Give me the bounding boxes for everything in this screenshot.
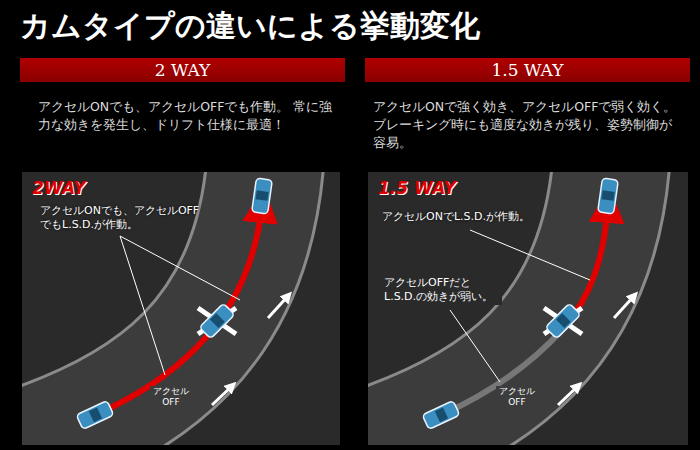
callout: アクセルOFFだと L.S.D.の効きが弱い。 xyxy=(384,276,502,305)
description: アクセルONで強く効き、アクセルOFFで弱く効く。 ブレーキング時にも適度な効き… xyxy=(373,98,678,152)
type-band: 1.5 WAY xyxy=(365,58,690,82)
callout: アクセルONでも、アクセルOFFでもL.S.D.が作動。 xyxy=(40,204,205,233)
description: アクセルONでも、アクセルOFFでも作動。 常に強力な効きを発生し、ドリフト仕様… xyxy=(38,98,343,134)
node-text: 1.5 WAY xyxy=(492,60,564,80)
page-title: カムタイプの違いによる挙動変化 xyxy=(20,6,480,47)
panel-heading: 1.5 WAY xyxy=(378,178,456,198)
right-panel-art xyxy=(368,172,688,445)
panel-heading: 2WAY xyxy=(32,178,86,198)
off-label: アクセル OFF xyxy=(496,386,538,408)
off-label: アクセル OFF xyxy=(150,386,192,408)
node-text: 2 WAY xyxy=(155,60,211,80)
left-panel-art xyxy=(22,172,340,445)
type-band: 2 WAY xyxy=(20,58,345,82)
callout: アクセルONでL.S.D.が作動。 xyxy=(382,210,552,224)
